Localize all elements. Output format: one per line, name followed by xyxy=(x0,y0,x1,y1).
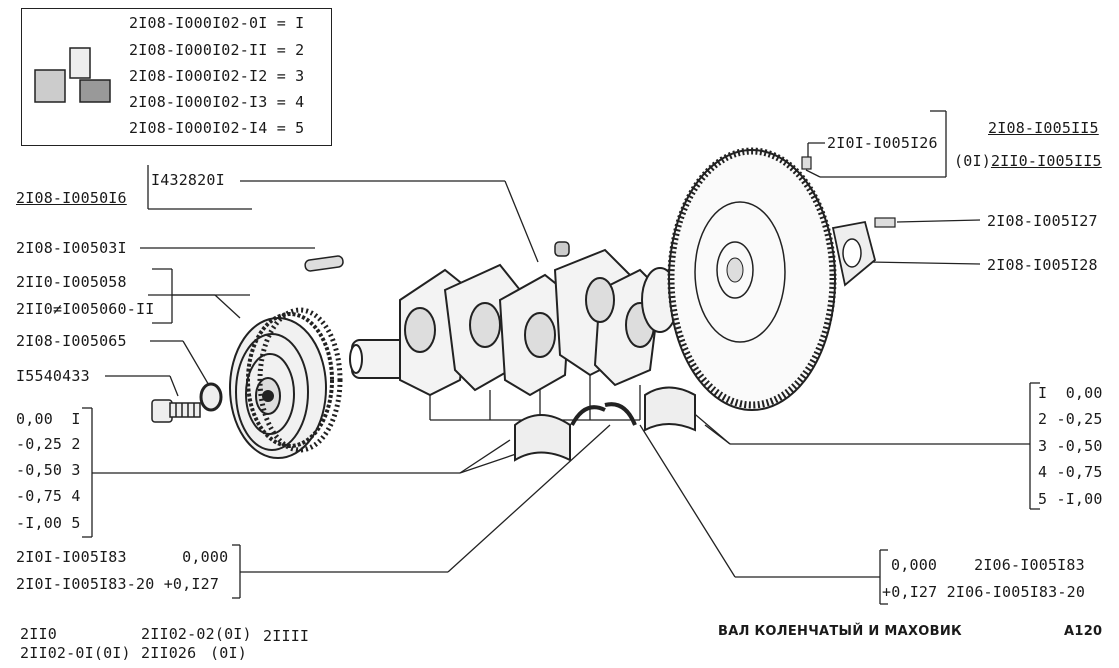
model-21111: 2IIII xyxy=(263,627,310,645)
left-size-row-3: -0,50 3 xyxy=(16,461,81,479)
model-2110: 2II0 xyxy=(20,625,57,643)
model-01: (0I) xyxy=(210,644,247,662)
label-flywheel-bolt: 2I08-I005I27 xyxy=(987,212,1098,230)
thrust-right-row-1: 0,000 2I06-I005I83 xyxy=(891,556,1085,574)
right-size-row-2: 2 -0,25 xyxy=(1038,410,1103,428)
label-spacer-plate: 2I08-I005I28 xyxy=(987,256,1098,274)
right-size-row-5: 5 -I,00 xyxy=(1038,490,1103,508)
thrust-right-row-2: +0,I27 2I06-I005I83-20 xyxy=(882,583,1086,601)
legend-row-4: 2I08-I000I02-I3 = 4 xyxy=(129,93,305,111)
legend-row-1: 2I08-I000I02-0I = I xyxy=(129,14,305,32)
label-flywheel-alt: (0I)2II0-I005II5 xyxy=(954,152,1102,170)
legend-row-2: 2I08-I000I02-II = 2 xyxy=(129,41,305,59)
label-pulley-assembly: I432820I xyxy=(151,171,225,189)
thrust-left-row-1: 2I0I-I005I83 0,000 xyxy=(16,548,229,566)
label-sprocket-2: 2II0≠I005060-II xyxy=(16,300,155,318)
model-2111: 2II02-0I(0I) xyxy=(20,644,131,662)
label-sprocket-1: 2II0-I005058 xyxy=(16,273,127,291)
right-size-row-4: 4 -0,75 xyxy=(1038,463,1103,481)
label-washer: 2I08-I005065 xyxy=(16,332,127,350)
left-size-row-2: -0,25 2 xyxy=(16,435,81,453)
page-title: ВАЛ КОЛЕНЧАТЫЙ И МАХОВИК xyxy=(718,624,962,639)
legend-row-3: 2I08-I000I02-I2 = 3 xyxy=(129,67,305,85)
label-key: 2I08-I00503I xyxy=(16,239,127,257)
model-21102: 2II02-02(0I) xyxy=(141,625,252,643)
model-211026: 2II026 xyxy=(141,644,197,662)
thrust-left-row-2: 2I0I-I005I83-20 +0,I27 xyxy=(16,575,220,593)
left-size-row-1: 0,00 I xyxy=(16,410,81,428)
label-bolt: I5540433 xyxy=(16,367,90,385)
legend-row-5: 2I08-I000I02-I4 = 5 xyxy=(129,119,305,137)
left-size-row-4: -0,75 4 xyxy=(16,487,81,505)
label-crankshaft-pulley: 2I08-I0050I6 xyxy=(16,189,127,207)
legend-box xyxy=(21,8,332,146)
label-flywheel: 2I08-I005II5 xyxy=(988,119,1099,137)
label-dowel-pin: 2I0I-I005I26 xyxy=(827,134,938,152)
right-size-row-3: 3 -0,50 xyxy=(1038,437,1103,455)
right-size-row-1: I 0,00 xyxy=(1038,384,1103,402)
page-number: A120 xyxy=(1064,624,1103,639)
left-size-row-5: -I,00 5 xyxy=(16,514,81,532)
